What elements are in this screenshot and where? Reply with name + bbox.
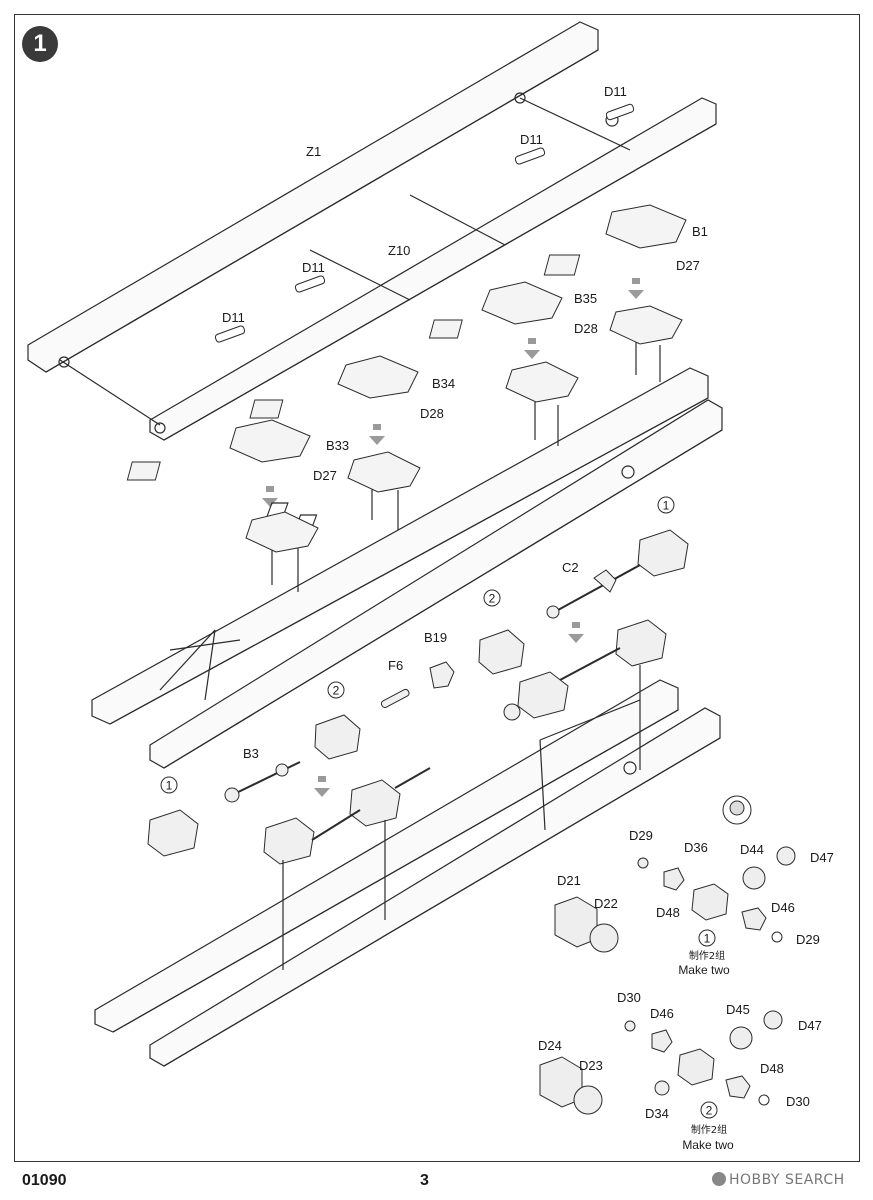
watermark-text: HOBBY SEARCH — [729, 1172, 845, 1188]
callout-2-mid: 2 — [489, 592, 496, 606]
label-d11-c: D11 — [302, 260, 325, 275]
label-d29-b: D29 — [796, 932, 820, 947]
part-labels: Z1 Z10 D11 D11 D11 D11 B1 D27 B35 D28 B3… — [222, 84, 834, 1121]
sub2-chinese-note: 制作2组 — [691, 1123, 727, 1136]
label-d11-d: D11 — [222, 310, 245, 325]
hub-subassembly-2 — [624, 1010, 783, 1106]
sub1-number: 1 — [704, 932, 711, 946]
drive-train-parts — [147, 529, 689, 865]
label-d23: D23 — [579, 1058, 603, 1073]
label-d45: D45 — [726, 1002, 750, 1017]
label-d11-b: D11 — [520, 132, 543, 147]
callout-2-left: 2 — [333, 684, 340, 698]
label-z1: Z1 — [306, 144, 321, 159]
cross-member-parts — [214, 103, 635, 343]
sub1-make-two: Make two — [678, 963, 730, 977]
label-d48-a: D48 — [656, 905, 680, 920]
label-d47-b: D47 — [798, 1018, 822, 1033]
watermark: HOBBY SEARCH — [712, 1172, 845, 1188]
label-b35: B35 — [574, 291, 597, 306]
label-f6: F6 — [388, 658, 403, 673]
label-d34: D34 — [645, 1106, 669, 1121]
page-number: 3 — [420, 1172, 429, 1189]
callout-1-left: 1 — [166, 779, 173, 793]
sub-assembly-callouts: 1 2 2 1 1 制作2组 Make two 2 制作2组 Make two — [160, 496, 734, 1152]
label-d21: D21 — [557, 873, 581, 888]
label-d30-a: D30 — [617, 990, 641, 1005]
label-d48-b: D48 — [760, 1061, 784, 1076]
label-b34: B34 — [432, 376, 455, 391]
label-d44: D44 — [740, 842, 764, 857]
label-c2: C2 — [562, 560, 579, 575]
label-d27-b: D27 — [313, 468, 337, 483]
page-frame — [14, 14, 860, 1162]
label-d24: D24 — [538, 1038, 562, 1053]
label-b19: B19 — [424, 630, 447, 645]
label-z10: Z10 — [388, 243, 410, 258]
label-d11-a: D11 — [604, 84, 627, 99]
label-b1: B1 — [692, 224, 708, 239]
sub2-number: 2 — [706, 1104, 713, 1118]
sub1-chinese-note: 制作2组 — [689, 949, 725, 962]
label-d28-b: D28 — [420, 406, 444, 421]
callout-1-top: 1 — [663, 499, 670, 513]
hub-drums — [539, 896, 619, 1115]
assembly-arrows — [262, 278, 644, 797]
mounted-plates — [245, 305, 683, 553]
label-d46-a: D46 — [771, 900, 795, 915]
label-d27-a: D27 — [676, 258, 700, 273]
step-number-badge: 1 — [22, 26, 58, 62]
label-b3: B3 — [243, 746, 259, 761]
label-d36: D36 — [684, 840, 708, 855]
upper-chassis-frame — [27, 21, 717, 441]
label-d22: D22 — [594, 896, 618, 911]
hub-subassembly-1 — [637, 795, 796, 943]
label-d28-a: D28 — [574, 321, 598, 336]
sub2-make-two: Make two — [682, 1138, 734, 1152]
watermark-logo-icon — [712, 1172, 726, 1186]
label-d29-a: D29 — [629, 828, 653, 843]
label-d46-b: D46 — [650, 1006, 674, 1021]
lower-chassis-frame — [94, 665, 721, 1067]
label-d30-b: D30 — [786, 1094, 810, 1109]
label-b33: B33 — [326, 438, 349, 453]
label-d47-a: D47 — [810, 850, 834, 865]
suspension-plates — [126, 204, 687, 481]
kit-code: 01090 — [22, 1172, 67, 1189]
